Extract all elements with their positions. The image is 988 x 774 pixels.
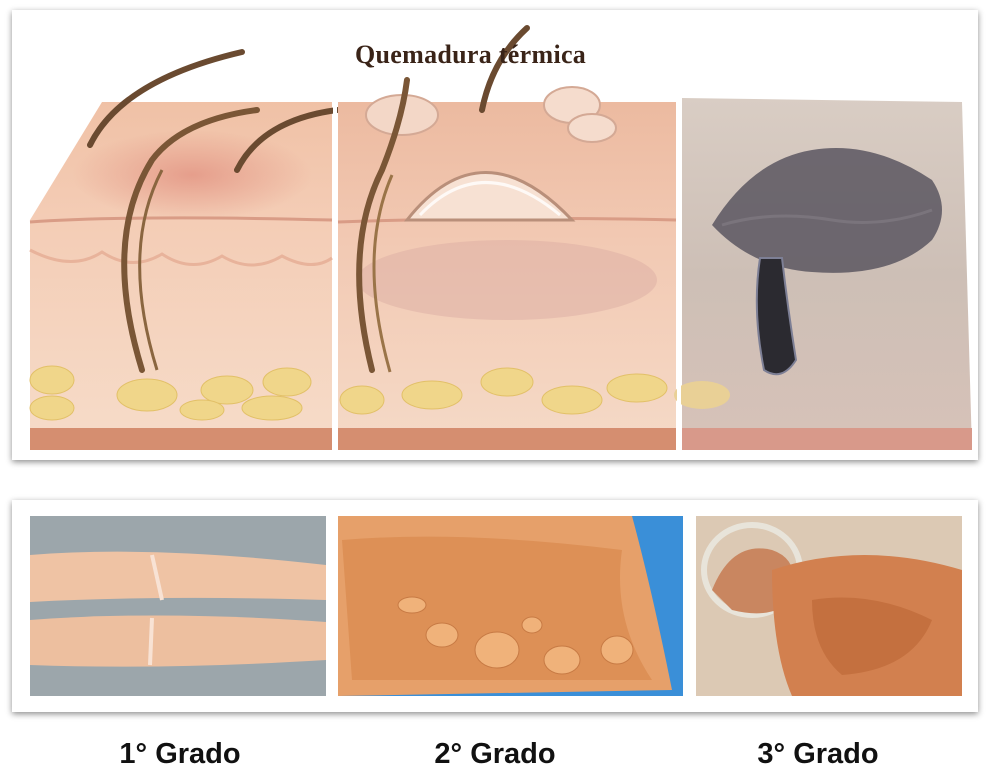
clinical-photos-panel bbox=[12, 500, 978, 712]
second-degree-skin-section bbox=[338, 28, 676, 450]
third-degree-skin-section bbox=[674, 98, 972, 450]
first-degree-photo bbox=[30, 516, 326, 696]
first-degree-skin-section bbox=[30, 52, 337, 450]
second-degree-photo bbox=[338, 516, 683, 696]
third-degree-caption: 3° Grado bbox=[718, 738, 918, 771]
third-degree-photo bbox=[696, 516, 962, 696]
skin-cross-section-illustration bbox=[12, 10, 978, 460]
burn-depth-diagram: Quemadura térmica bbox=[12, 10, 978, 460]
second-degree-caption: 2° Grado bbox=[395, 738, 595, 771]
diagram-title: Quemadura térmica bbox=[355, 40, 586, 70]
first-degree-caption: 1° Grado bbox=[80, 738, 280, 771]
clinical-photos bbox=[12, 500, 978, 712]
